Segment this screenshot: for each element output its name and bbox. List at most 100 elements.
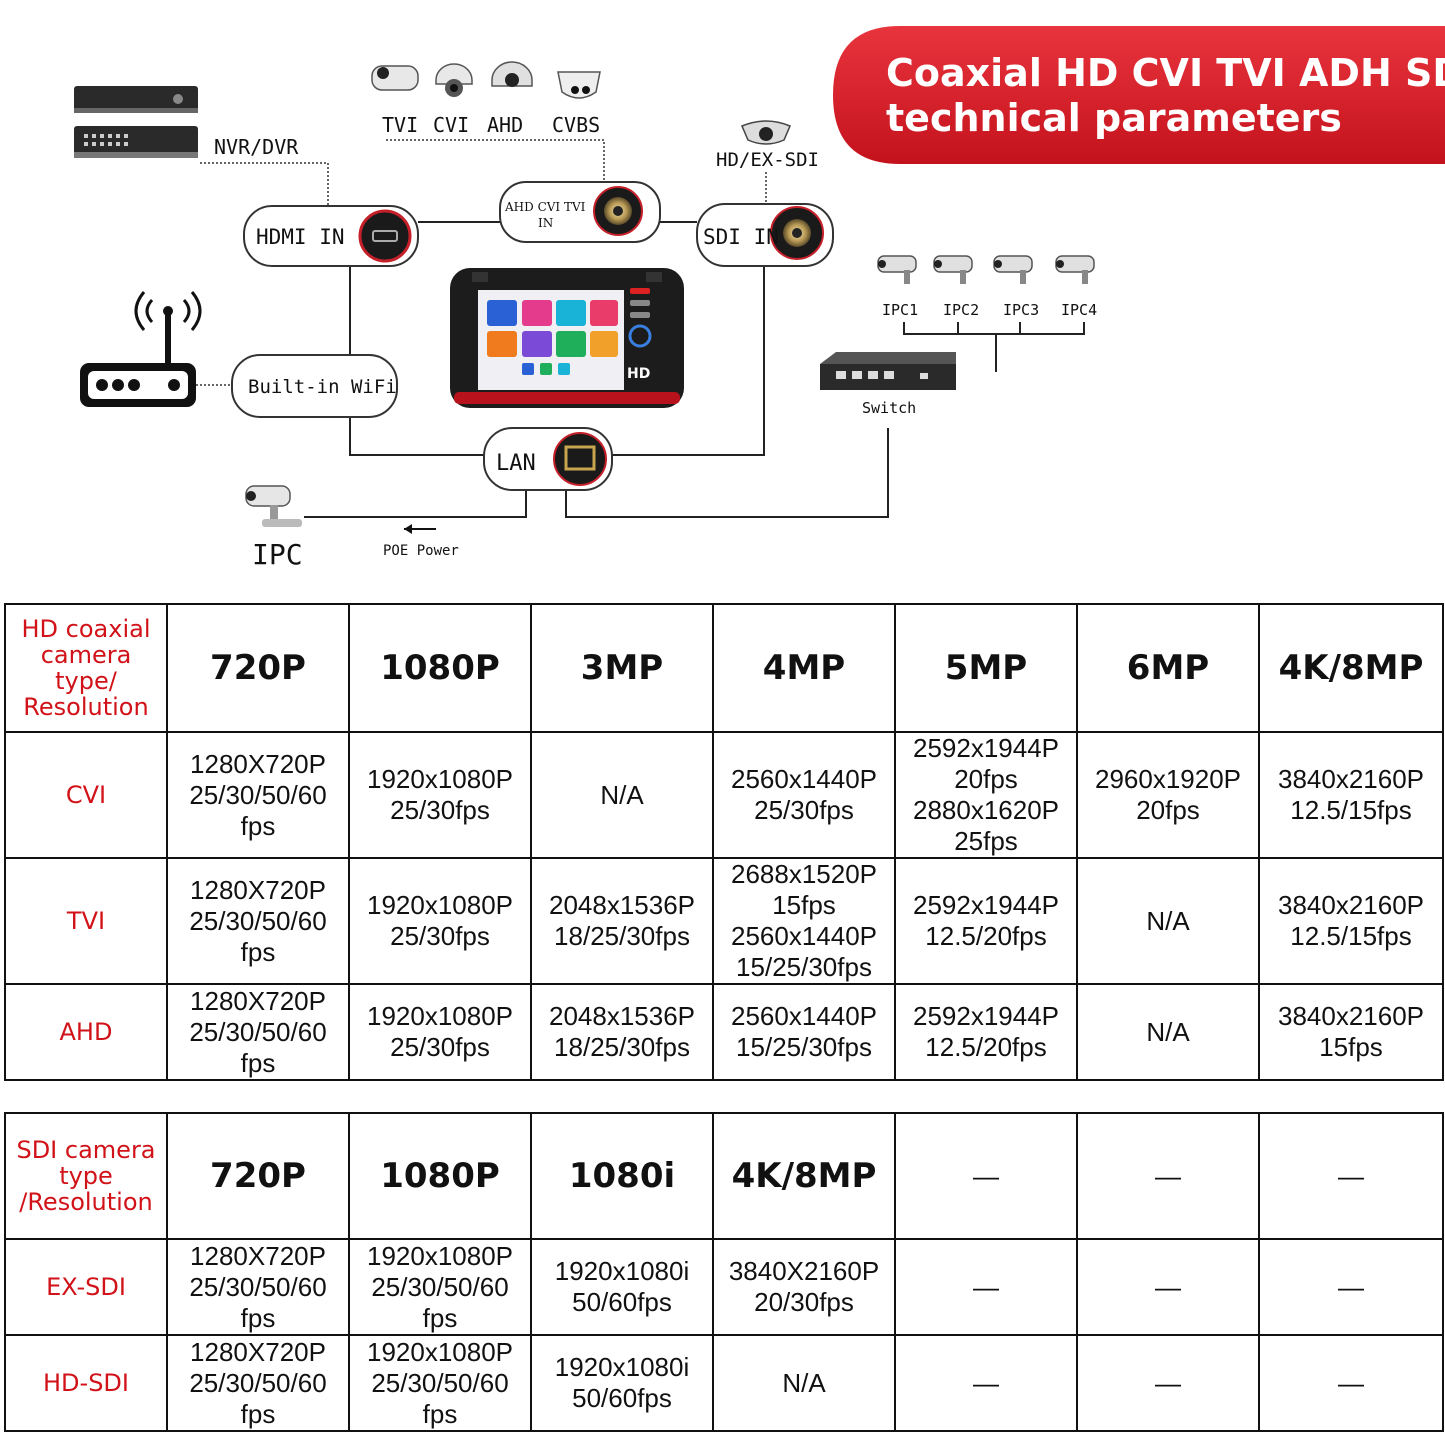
column-header-1080i: 1080i xyxy=(530,1112,714,1240)
cell-line: 25/30/50/60 xyxy=(189,1271,327,1302)
coax-label-1: AHD CVI TVI xyxy=(504,200,586,214)
coax-corner-cell: HD coaxial camera type/ Resolution xyxy=(4,603,168,733)
ipc4-camera-icon xyxy=(1055,255,1095,284)
cell-line: 25/30fps xyxy=(390,795,490,825)
cell-line: 20fps xyxy=(1136,795,1200,825)
cell-line: 1280X720P xyxy=(190,1336,326,1367)
connection-diagram: Coaxial HD CVI TVI ADH SDI technical par… xyxy=(74,26,1445,571)
cell-line: 2592x1944P xyxy=(912,733,1060,763)
cell-line: 18/25/30fps xyxy=(554,1032,690,1062)
sdi-camera-label: HD/EX-SDI xyxy=(716,149,819,171)
cell-line: 12.5/15fps xyxy=(1290,921,1412,951)
table-cell: — xyxy=(1258,1238,1444,1336)
cell-line: 1920x1080P xyxy=(366,1001,514,1031)
ipc4-label: IPC4 xyxy=(1061,301,1097,319)
cell-line: 20/30fps xyxy=(754,1287,854,1317)
wifi-router-icon xyxy=(80,291,202,407)
camera-type-cvbs: CVBS xyxy=(552,113,600,137)
nvr-label: NVR/DVR xyxy=(214,135,299,159)
column-header-720p: 720P xyxy=(166,1112,350,1240)
hdmi-label: HDMI IN xyxy=(256,225,345,249)
cell-line: 1920x1080i xyxy=(554,1256,690,1286)
nvr-dvr-device xyxy=(74,86,198,158)
network-switch-icon xyxy=(820,352,956,390)
column-header-4mp: 4MP xyxy=(712,603,896,733)
corner-line: SDI camera xyxy=(16,1136,156,1164)
sdi-header-row: SDI camera type /Resolution 720P 1080P 1… xyxy=(4,1112,1444,1240)
cell-line: 25/30/50/60 xyxy=(189,905,327,936)
cell-line: 2960x1920P xyxy=(1094,764,1242,794)
cell-line: 50/60fps xyxy=(572,1287,672,1317)
sdi-in-port xyxy=(696,203,834,267)
column-header-720p: 720P xyxy=(166,603,350,733)
cell-line: 15/25/30fps xyxy=(736,1032,872,1062)
table-cell: — xyxy=(1258,1334,1444,1432)
cell-line: fps xyxy=(240,936,276,967)
tester-device: HD xyxy=(450,268,684,408)
switch-label: Switch xyxy=(862,399,916,417)
cell-line: 25/30fps xyxy=(390,1032,490,1062)
corner-line: Resolution xyxy=(23,693,149,721)
column-header-6mp: 6MP xyxy=(1076,603,1260,733)
column-header-3mp: 3MP xyxy=(530,603,714,733)
dotted-lines xyxy=(196,139,767,386)
cell-line: 15fps xyxy=(772,890,836,920)
column-header-1080p: 1080P xyxy=(348,603,532,733)
dome-camera-icon xyxy=(435,63,473,97)
column-header-4k8mp: 4K/8MP xyxy=(712,1112,896,1240)
sdi-corner-cell: SDI camera type /Resolution xyxy=(4,1112,168,1240)
cell-line: 3840x2160P xyxy=(1277,890,1425,920)
poe-arrow-icon xyxy=(404,524,436,534)
ipc-camera-icons xyxy=(877,255,1095,284)
row-header: EX-SDI xyxy=(4,1238,168,1336)
cell-line: 1920x1080P xyxy=(366,764,514,794)
cell-line: 2560x1440P xyxy=(730,764,878,794)
column-header-4k8mp: 4K/8MP xyxy=(1258,603,1444,733)
ipc1-camera-icon xyxy=(877,255,917,284)
cell-line: 25/30/50/60 xyxy=(189,779,327,810)
table-cell: N/A xyxy=(712,1334,896,1432)
corner-line: /Resolution xyxy=(19,1188,153,1216)
cell-line: 25/30/50/60 xyxy=(371,1367,509,1398)
ipc-camera-icon xyxy=(245,485,302,527)
cell-line: 1280X720P xyxy=(190,748,326,779)
cell-line: fps xyxy=(240,810,276,841)
cell-line: 2048x1536P xyxy=(548,1001,696,1031)
banner-line-1: Coaxial HD CVI TVI ADH SDI xyxy=(886,51,1445,95)
cell-line: 1280X720P xyxy=(190,1240,326,1271)
ipc3-label: IPC3 xyxy=(1003,301,1039,319)
table-cell: — xyxy=(894,1238,1078,1336)
corner-line: type/ xyxy=(55,667,117,695)
cell-line: 15fps xyxy=(1319,1032,1383,1062)
column-header-empty: — xyxy=(1258,1112,1444,1240)
cell-line: 25/30fps xyxy=(754,795,854,825)
cell-line: 12.5/20fps xyxy=(925,921,1047,951)
cell-line: 2880x1620P xyxy=(912,795,1060,825)
coax-in-port xyxy=(499,181,661,243)
cell-line: 3840x2160P xyxy=(1277,1001,1425,1031)
cell-line: 2560x1440P xyxy=(730,921,878,951)
cell-line: N/A xyxy=(1146,905,1190,936)
camera-type-cvi: CVI xyxy=(433,113,469,137)
ipc1-label: IPC1 xyxy=(882,301,918,319)
cell-line: 1920x1080P xyxy=(366,1240,514,1271)
coaxial-parameters-table: HD coaxial camera type/ Resolution 720P … xyxy=(4,603,1444,1081)
sdi-label: SDI IN xyxy=(703,225,779,249)
cell-line: 3840X2160P xyxy=(728,1256,880,1286)
row-header: CVI xyxy=(4,731,168,859)
cell-line: 25/30/50/60 xyxy=(189,1367,327,1398)
ipc3-camera-icon xyxy=(993,255,1033,284)
